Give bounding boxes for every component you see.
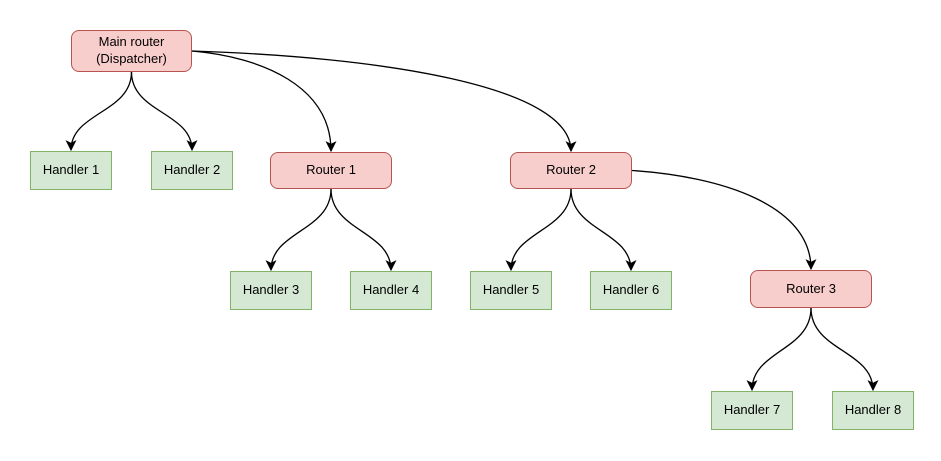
node-label-router-3: Router 3	[786, 280, 836, 296]
edge-router-2-to-handler-6	[570, 188, 637, 272]
node-handler-2: Handler 2	[151, 151, 233, 190]
node-handler-8: Handler 8	[832, 391, 914, 430]
node-handler-7: Handler 7	[711, 391, 793, 430]
edge-router-3-to-handler-7	[746, 307, 812, 392]
edge-main-router-to-router-2	[191, 50, 577, 153]
node-router-2: Router 2	[510, 152, 632, 189]
edge-router-1-to-handler-3	[265, 188, 332, 272]
edge-router-2-to-handler-5	[505, 188, 572, 272]
node-label-router-2: Router 2	[546, 162, 596, 178]
edge-main-router-to-handler-1	[65, 71, 133, 152]
node-handler-1: Handler 1	[30, 151, 112, 190]
node-handler-5: Handler 5	[470, 271, 552, 310]
node-label-handler-6: Handler 6	[602, 282, 660, 298]
edge-router-3-to-handler-8	[810, 307, 879, 392]
node-label-handler-2: Handler 2	[163, 162, 221, 178]
node-router-3: Router 3	[750, 270, 872, 308]
node-router-1: Router 1	[270, 152, 392, 189]
edge-main-router-to-router-1	[191, 50, 337, 153]
node-label-main-router: Main router (Dispatcher)	[96, 34, 167, 66]
edge-router-2-to-router-3	[631, 169, 817, 271]
node-handler-6: Handler 6	[590, 271, 672, 310]
edge-router-1-to-handler-4	[330, 188, 397, 272]
node-label-handler-5: Handler 5	[482, 282, 540, 298]
node-label-router-1: Router 1	[306, 162, 356, 178]
node-handler-3: Handler 3	[230, 271, 312, 310]
node-label-handler-4: Handler 4	[362, 282, 420, 298]
node-main-router: Main router (Dispatcher)	[71, 30, 192, 72]
node-label-handler-8: Handler 8	[844, 402, 902, 418]
node-label-handler-1: Handler 1	[42, 162, 100, 178]
node-label-handler-7: Handler 7	[723, 402, 781, 418]
edge-main-router-to-handler-2	[130, 71, 198, 152]
node-handler-4: Handler 4	[350, 271, 432, 310]
node-label-handler-3: Handler 3	[242, 282, 300, 298]
